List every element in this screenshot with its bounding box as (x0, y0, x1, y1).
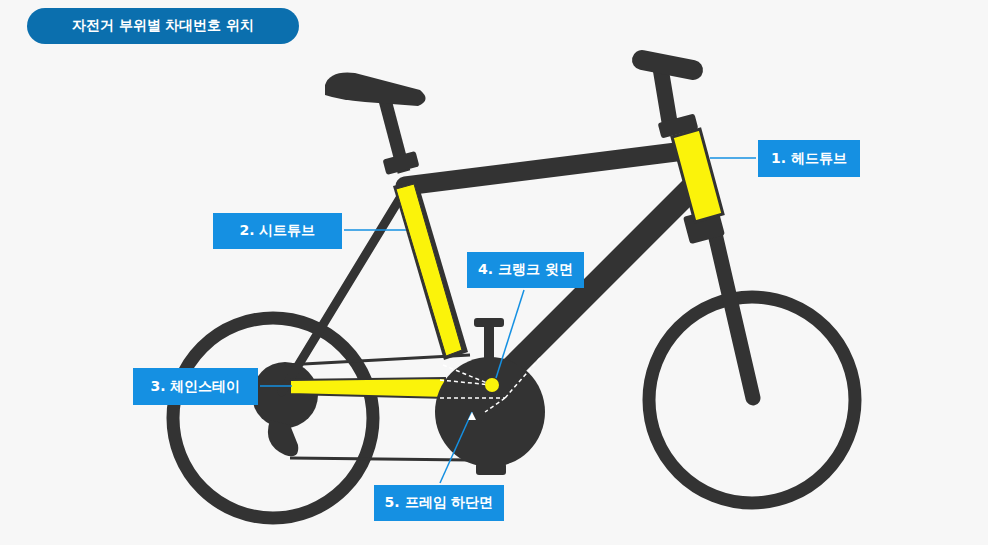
leader-lines (260, 158, 756, 483)
callout-box: 3. 체인스테이 (133, 368, 258, 405)
callout-label: 5. 프레임 하단면 (385, 494, 494, 512)
callout-label: 2. 시트튜브 (240, 222, 316, 240)
title-text: 자전거 부위별 차대번호 위치 (72, 17, 255, 35)
title-pill: 자전거 부위별 차대번호 위치 (27, 8, 299, 44)
callout-label: 1. 헤드튜브 (771, 150, 847, 168)
callout-label: 3. 체인스테이 (151, 378, 241, 396)
callout-label: 4. 크랭크 윗면 (478, 261, 573, 279)
callout-box: 1. 헤드튜브 (758, 140, 860, 177)
callout-box: 2. 시트튜브 (213, 213, 342, 249)
callout-box: 4. 크랭크 윗면 (467, 252, 584, 288)
callout-box: 5. 프레임 하단면 (374, 485, 504, 521)
